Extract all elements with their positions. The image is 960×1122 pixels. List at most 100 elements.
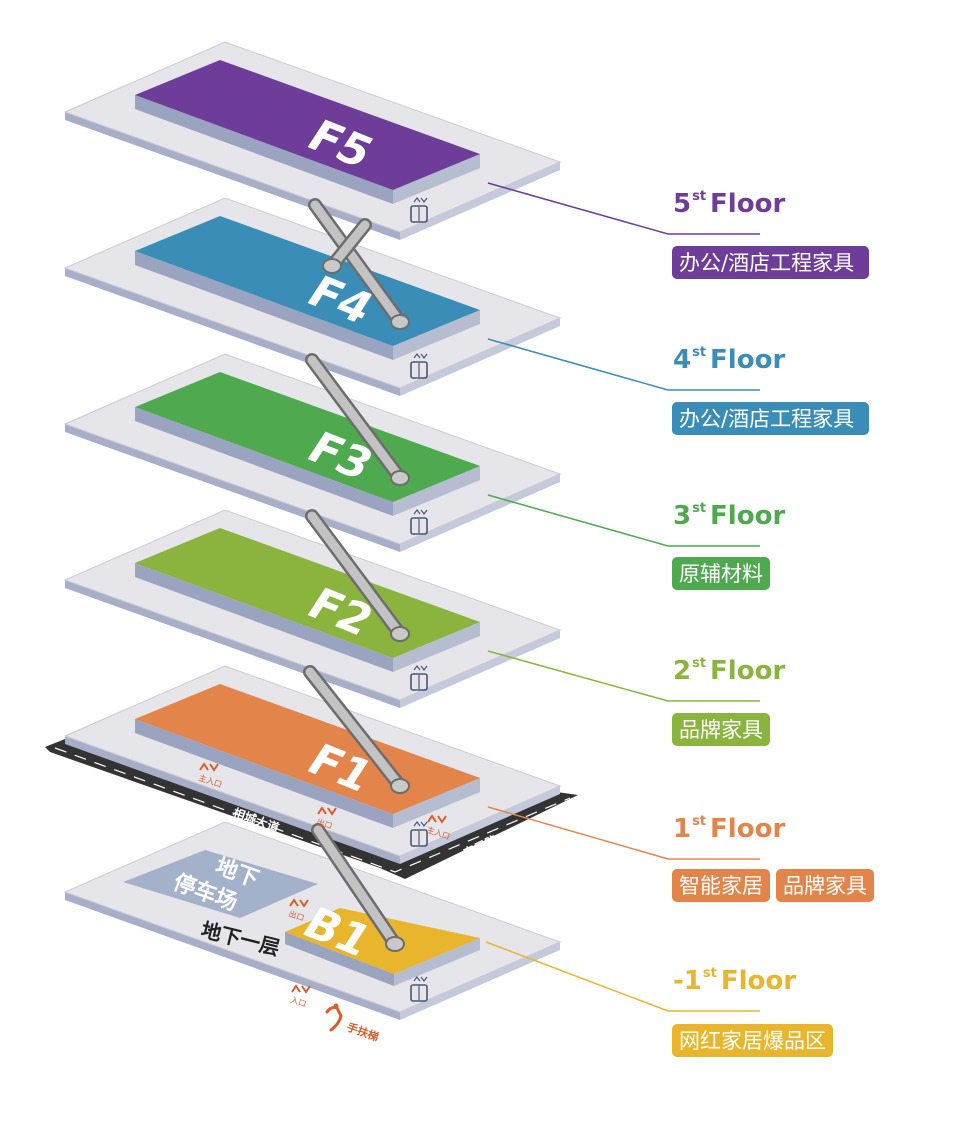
floor-number: 1: [673, 814, 691, 844]
floor-tag-text: 品牌家具: [679, 718, 763, 742]
zone-right-edge: [393, 310, 480, 360]
floor-tag-text: 品牌家具: [783, 874, 867, 898]
floor-word: Floor: [710, 189, 785, 219]
slab-right-edge: [400, 630, 560, 708]
zone-right-edge: [393, 778, 480, 828]
escalator-f5-f4: [308, 198, 410, 330]
floor-label-f4: 4st Floor 办公/酒店工程家具: [487, 338, 869, 435]
entrance-mark-b1: 入口: [289, 984, 311, 1009]
connector-line: [485, 941, 760, 1012]
floor-tag: 办公/酒店工程家具: [672, 246, 869, 279]
floor-tag-text: 智能家居: [679, 874, 763, 898]
parking-zone: [123, 850, 318, 918]
floor-number: -1: [673, 966, 702, 996]
floor-tag-bg: [672, 402, 869, 435]
floor-title: 4st Floor: [673, 345, 785, 375]
escalator-f1-b1: [311, 823, 405, 952]
floor-number: 2: [673, 656, 691, 686]
exit-mark-b1: 出口: [287, 898, 309, 923]
escalator-f3-f2: [305, 509, 410, 642]
floor-title: 3st Floor: [673, 501, 785, 531]
elevator-icon: [410, 821, 428, 847]
zone-front-edge: [135, 719, 393, 828]
escalator-label: 手扶梯: [345, 1020, 381, 1044]
floor-tag-text: 原辅材料: [679, 562, 763, 586]
floor-label-f3: 3st Floor 原辅材料: [487, 494, 785, 590]
floor-title: 2st Floor: [673, 656, 785, 686]
floor-tag: 原辅材料: [672, 557, 770, 590]
entrance-mark-text: 出口: [287, 908, 305, 922]
zone-front-edge: [135, 407, 393, 516]
zone-f5: [135, 60, 480, 190]
floor-superscript: st: [692, 656, 706, 671]
slab-right-edge: [400, 474, 560, 552]
zone-right-edge: [393, 154, 480, 204]
elevator-icon: [410, 976, 428, 1002]
road-lane-marking: [54, 747, 571, 873]
floor-superscript: st: [692, 345, 706, 360]
floor-superscript: st: [692, 814, 706, 829]
floor-tag-bg: [672, 869, 770, 902]
slab-right-edge: [400, 162, 560, 240]
floor-tag-bg: [672, 1024, 833, 1057]
zone-front-edge: [135, 563, 393, 672]
entrance-arrow-icon: [291, 984, 311, 994]
zone-right-edge: [393, 466, 480, 516]
zone-right-edge: [394, 938, 480, 986]
slab-right-edge: [400, 318, 560, 396]
floor-number: 5: [673, 189, 691, 219]
zone-front-edge: [285, 932, 394, 986]
elevator-icon: [410, 353, 428, 379]
entrance-mark-text: 出口: [315, 816, 333, 830]
floor-tag: 智能家居: [672, 869, 770, 902]
floor-label-f5: 5st Floor 办公/酒店工程家具: [487, 182, 869, 279]
floor-tag-bg: [672, 246, 869, 279]
floor-word: Floor: [710, 345, 785, 375]
elevator-icon: [410, 509, 428, 535]
floor-f1-slab: F1: [45, 665, 578, 879]
floor-number: 4: [673, 345, 691, 375]
floor-tag: 办公/酒店工程家具: [672, 402, 869, 435]
floor-f5-slab: F5: [63, 41, 562, 240]
floor-word: Floor: [710, 656, 785, 686]
escalator-f2-f1: [303, 665, 410, 794]
zone-b1: [285, 908, 480, 974]
floor-tag: 品牌家具: [672, 713, 770, 746]
escalator-f4-f3: [305, 353, 410, 486]
zone-front-edge: [135, 95, 393, 204]
connector-line: [487, 650, 760, 702]
entrance-arrow-icon: [427, 814, 447, 824]
elevator-icon: [410, 197, 428, 223]
floor-superscript: st: [692, 189, 706, 204]
connector-line: [487, 806, 760, 860]
floor-superscript: st: [703, 966, 717, 981]
zone-front-edge: [135, 251, 393, 360]
floor-tag-bg: [672, 557, 770, 590]
connector-line: [487, 338, 760, 391]
floor-superscript: st: [692, 501, 706, 516]
floor-tag-text: 办公/酒店工程家具: [679, 251, 854, 275]
floor-tag-bg: [776, 869, 874, 902]
floor-tag: 品牌家具: [776, 869, 874, 902]
connector-line: [487, 182, 760, 235]
floor-word: Floor: [710, 501, 785, 531]
elevator-icon: [410, 665, 428, 691]
entrance-mark-text: 入口: [289, 995, 307, 1009]
escalator-f5-f4-cross: [322, 218, 372, 274]
floor-number: 3: [673, 501, 691, 531]
floor-title: 5st Floor: [673, 189, 785, 219]
entrance-arrow-icon: [317, 806, 337, 816]
entrance-arrow-icon: [289, 898, 309, 908]
floor-tag-text: 网红家居爆品区: [679, 1029, 826, 1053]
zone-right-edge: [393, 622, 480, 672]
floor-tag: 网红家居爆品区: [672, 1024, 833, 1057]
slab-front-edge: [65, 892, 400, 1020]
floor-tag-text: 办公/酒店工程家具: [679, 407, 854, 431]
exit-mark-f1: 出口: [315, 806, 337, 831]
floor-label-f2: 2st Floor 品牌家具: [487, 650, 785, 746]
